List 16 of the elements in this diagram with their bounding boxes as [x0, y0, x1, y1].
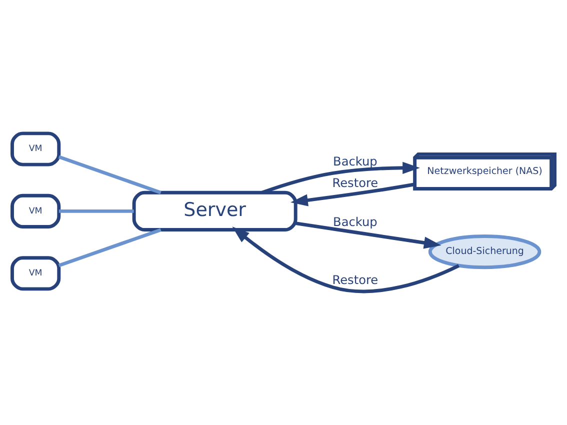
- arrow: [290, 182, 415, 206]
- connector: [58, 228, 162, 268]
- arrow: [262, 162, 420, 194]
- node-box: Server: [132, 190, 298, 232]
- arrow: [232, 226, 460, 294]
- node-box: VM: [10, 194, 61, 228]
- edge-label: Restore: [332, 176, 378, 190]
- edge-label: Backup: [333, 154, 378, 169]
- edge-label: Restore: [332, 272, 378, 287]
- connector: [58, 209, 134, 213]
- edge-label: Backup: [333, 215, 378, 230]
- node-box: VM: [10, 256, 61, 291]
- connector: [58, 155, 162, 194]
- node-box: VM: [10, 132, 61, 166]
- arrow: [296, 222, 442, 249]
- node-ellipse: Cloud-Sicherung: [428, 234, 542, 270]
